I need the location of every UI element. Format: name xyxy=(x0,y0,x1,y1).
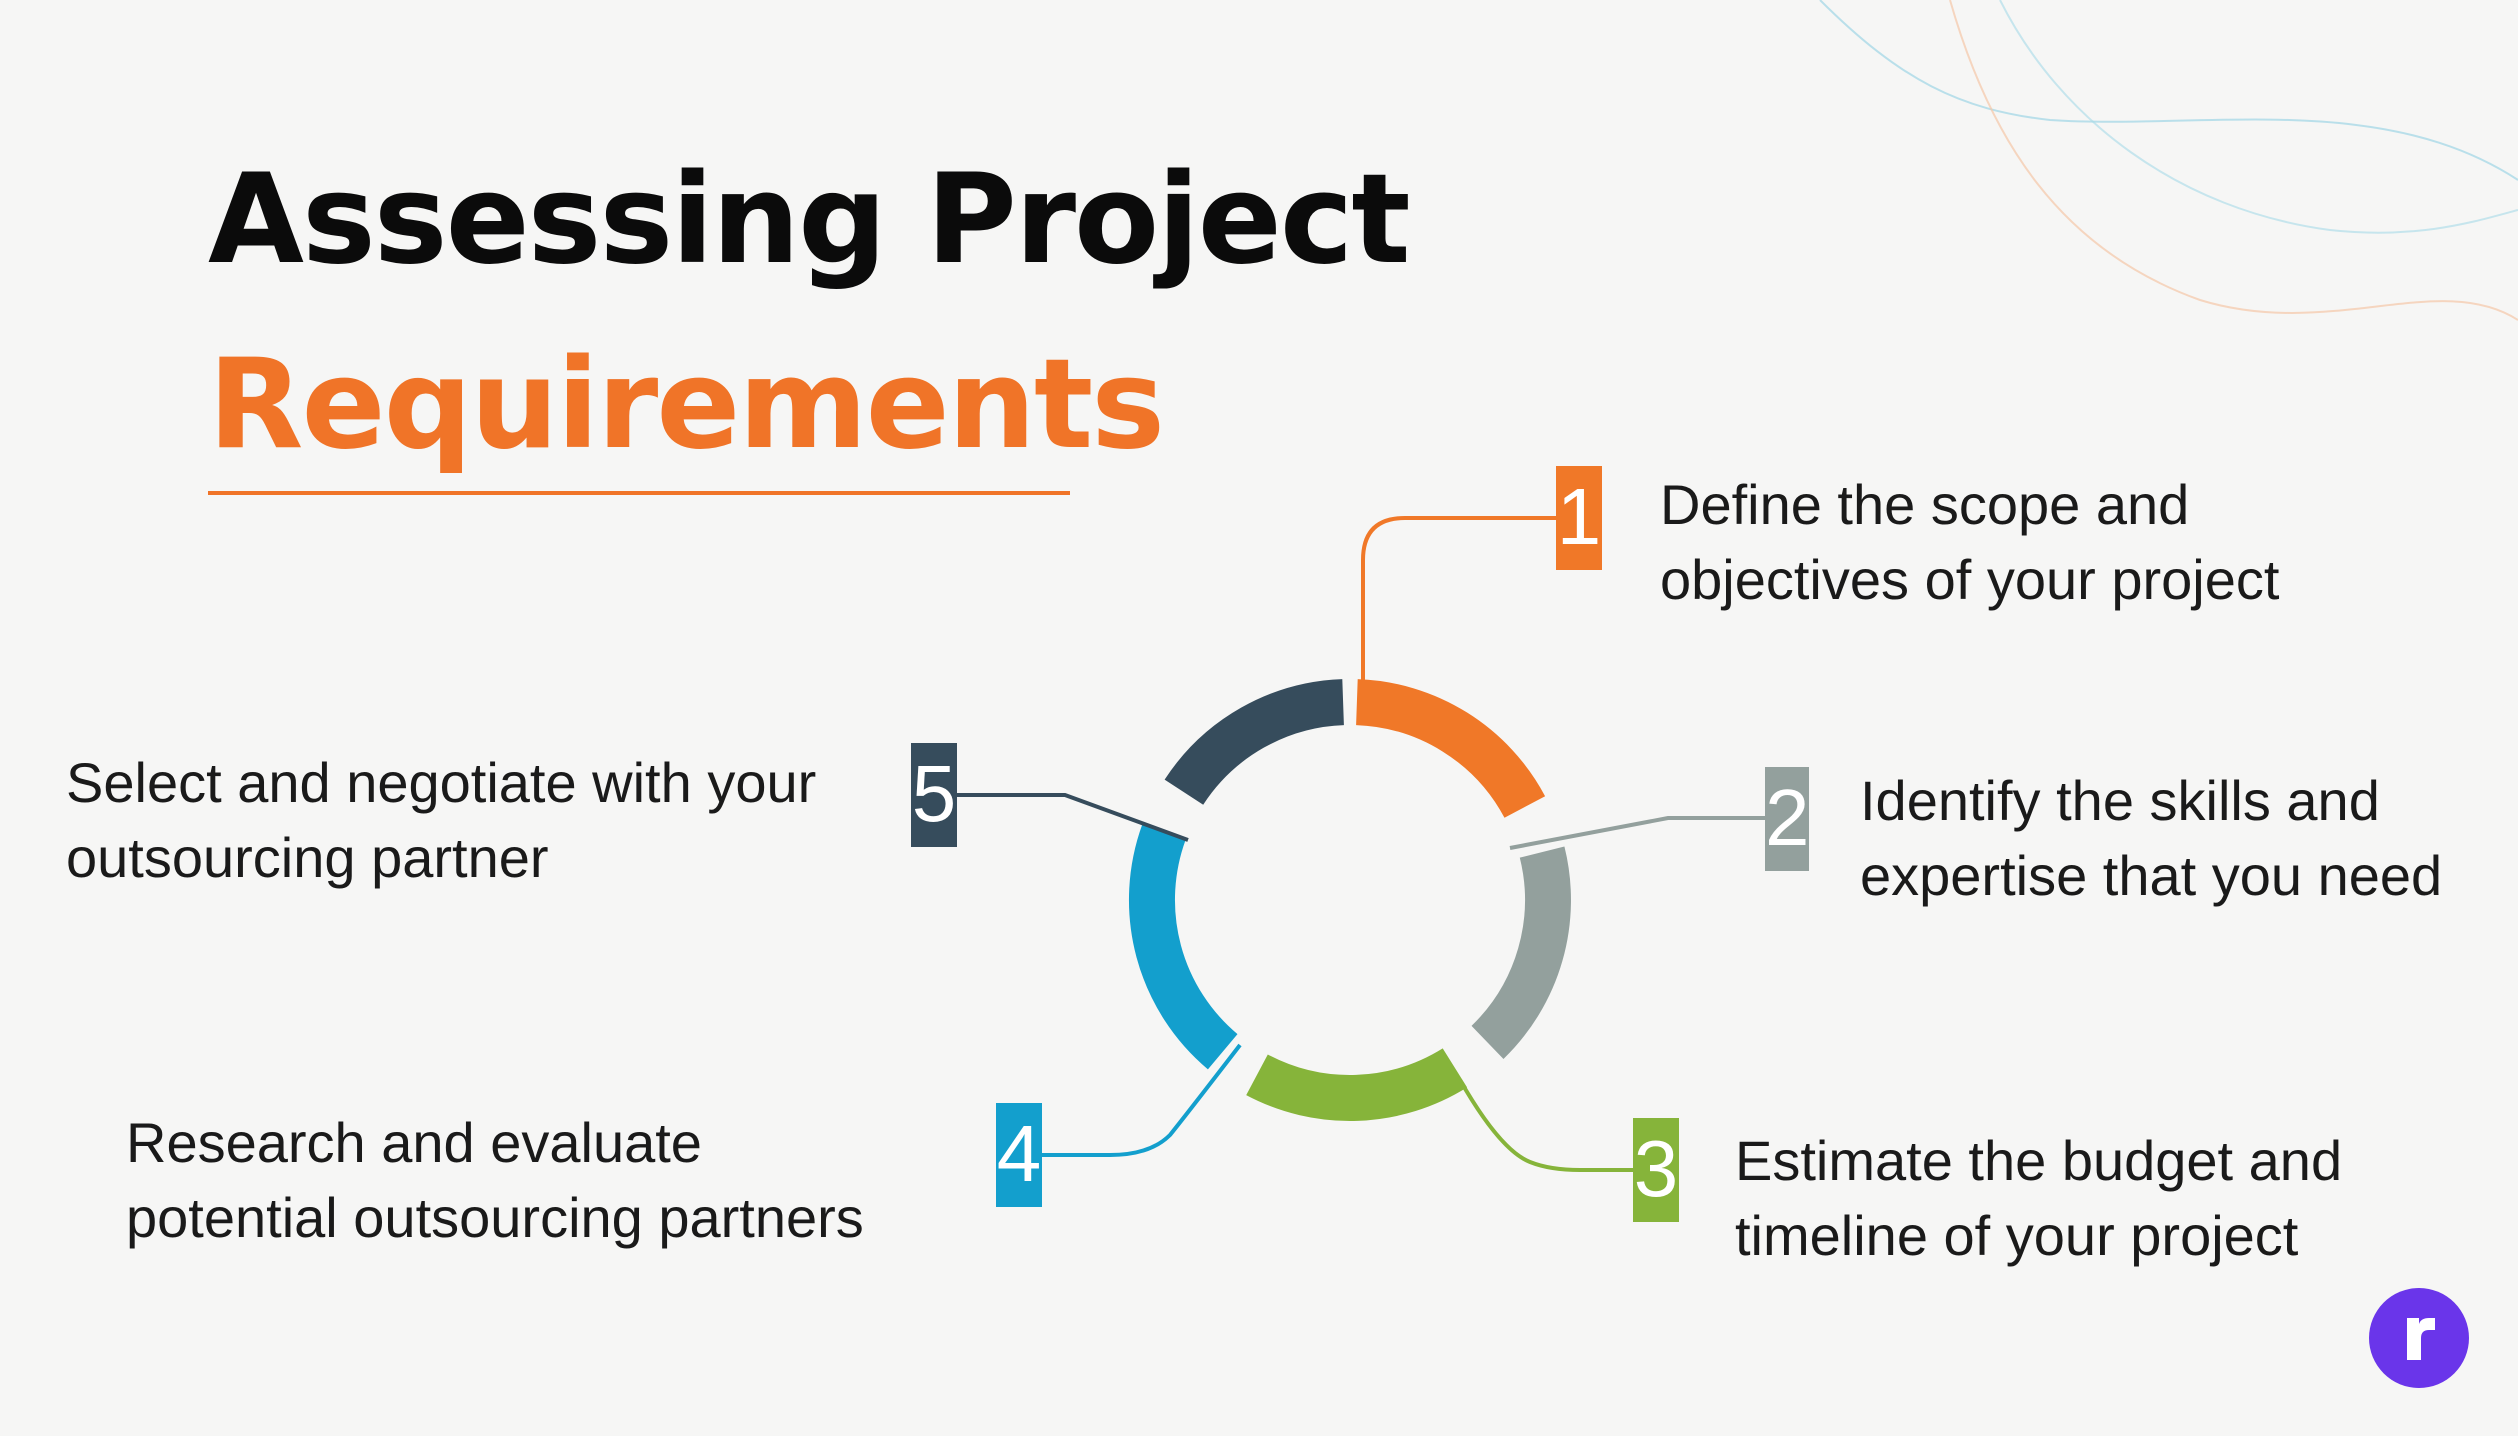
step-2-text: Identify the skills and expertise that y… xyxy=(1860,763,2442,913)
step-4-line-2: potential outsourcing partners xyxy=(126,1186,864,1249)
step-4-line-1: Research and evaluate xyxy=(126,1111,702,1174)
step-5-badge: 5 xyxy=(911,743,957,847)
step-3-badge: 3 xyxy=(1633,1118,1679,1222)
title-line-1: Assessing Project xyxy=(208,148,1411,292)
step-1-line-1: Define the scope and xyxy=(1660,473,2190,536)
step-5-line-2: outsourcing partner xyxy=(66,826,549,889)
step-2-line-2: expertise that you need xyxy=(1860,844,2443,907)
ring-segment-4 xyxy=(1128,824,1238,1070)
connector-1 xyxy=(1361,516,1556,690)
step-5-text: Select and negotiate with your outsourci… xyxy=(66,745,816,895)
step-3-line-2: timeline of your project xyxy=(1735,1204,2299,1267)
brand-logo-icon xyxy=(2407,1318,2435,1360)
step-3-text: Estimate the budget and timeline of your… xyxy=(1735,1123,2342,1273)
title-underline xyxy=(208,491,1070,495)
ring-segment-2 xyxy=(1471,846,1571,1059)
step-4-badge: 4 xyxy=(996,1103,1042,1207)
connector-2 xyxy=(1509,816,1765,850)
ring-segment-1 xyxy=(1355,679,1546,819)
step-2-badge: 2 xyxy=(1765,767,1810,871)
brand-logo[interactable] xyxy=(2369,1288,2469,1388)
step-5-line-1: Select and negotiate with your xyxy=(66,751,817,814)
step-3-line-1: Estimate the budget and xyxy=(1735,1129,2343,1192)
ring-segment-5 xyxy=(1164,679,1345,806)
step-1-badge: 1 xyxy=(1556,466,1602,570)
connector-5 xyxy=(957,793,1189,842)
connector-4 xyxy=(1020,1043,1242,1157)
connector-3 xyxy=(1458,1079,1633,1172)
step-1-line-2: objectives of your project xyxy=(1660,548,2280,611)
step-2-line-1: Identify the skills and xyxy=(1860,769,2380,832)
step-1-text: Define the scope and objectives of your … xyxy=(1660,467,2279,617)
title-line-2: Requirements xyxy=(208,333,1165,477)
step-4-text: Research and evaluate potential outsourc… xyxy=(126,1105,864,1255)
ring-segment-3 xyxy=(1246,1048,1468,1121)
